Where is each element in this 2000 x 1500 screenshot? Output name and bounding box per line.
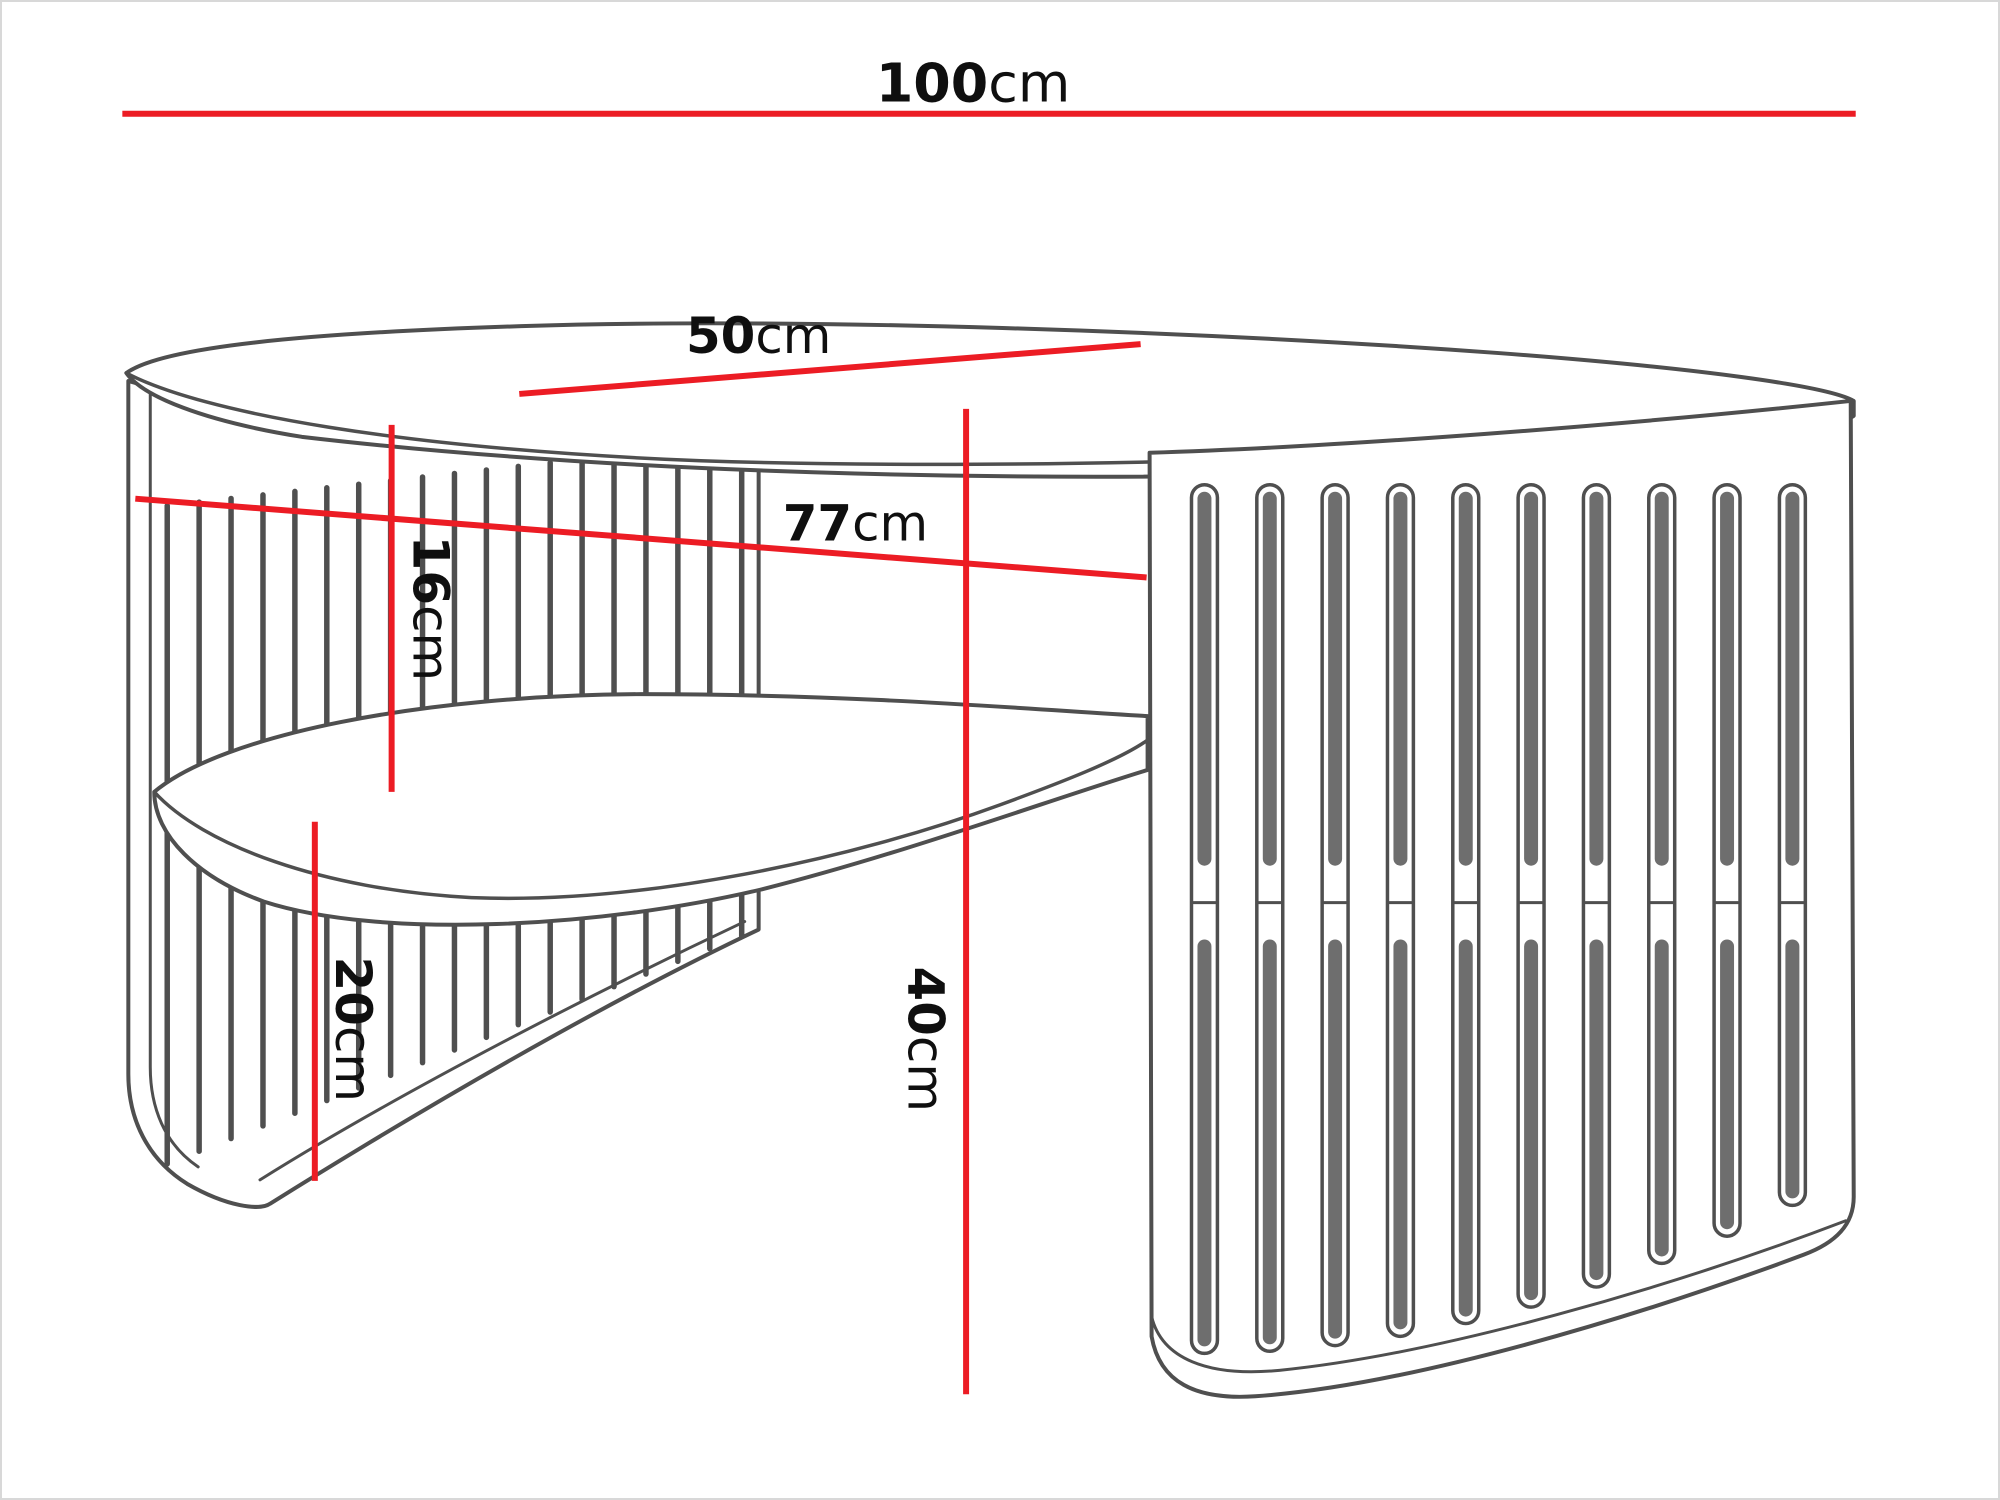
slot-dark-upper — [1654, 491, 1669, 866]
shelf-front-edge-line — [152, 738, 1150, 901]
slot-dark-upper — [1720, 491, 1735, 866]
right-drum-slot — [1189, 482, 1220, 1356]
dimension-label-shelf-clearance: 16cm — [402, 536, 460, 681]
slot-dark-upper — [1458, 491, 1473, 866]
dimension-label-width: 100cm — [876, 52, 1070, 115]
slot-dark-lower — [1589, 939, 1604, 1281]
right-drum-slot — [1320, 482, 1350, 1348]
slot-dark-upper — [1393, 491, 1408, 866]
right-drum-slots — [1189, 482, 1808, 1356]
slot-dark-upper — [1328, 491, 1343, 866]
left-drum-bottom-inner-line — [258, 920, 747, 1182]
right-drum-base — [1147, 398, 1856, 1399]
slot-dark-lower — [1458, 939, 1473, 1317]
dimension-label-inner-width: 77cm — [783, 495, 928, 553]
slot-dark-upper — [1785, 491, 1800, 866]
dimension-line-inner-width — [135, 495, 1147, 581]
right-drum-slot — [1451, 482, 1481, 1326]
right-drum-slot — [1647, 482, 1677, 1266]
slot-dark-upper — [1589, 491, 1604, 866]
left-drum-edge-inner-line — [148, 391, 200, 1169]
dimension-line-depth — [519, 341, 1141, 397]
right-drum-slot — [1385, 482, 1416, 1339]
slot-dark-upper — [1524, 491, 1539, 866]
dimension-label-depth: 50cm — [686, 307, 831, 365]
coffee-table-drawing — [124, 321, 1856, 1399]
right-drum-slot — [1777, 482, 1808, 1208]
slot-dark-upper — [1262, 491, 1277, 866]
right-drum-slot — [1712, 482, 1742, 1238]
dimension-label-under-shelf-height: 20cm — [324, 957, 382, 1102]
slot-dark-lower — [1197, 939, 1212, 1347]
right-drum-slot — [1516, 482, 1546, 1309]
slot-dark-lower — [1720, 939, 1735, 1230]
dimension-lines — [122, 110, 1856, 1395]
right-drum-slot — [1255, 482, 1285, 1354]
slot-dark-upper — [1197, 491, 1212, 866]
shelf-outline — [152, 692, 1150, 927]
right-drum-bottom-inner-line — [1150, 1219, 1848, 1374]
dimension-labels: 100cm 50cm 77cm 16cm 20cm 40cm — [324, 52, 1071, 1112]
slot-dark-lower — [1393, 939, 1408, 1330]
slot-dark-lower — [1785, 939, 1800, 1199]
slot-dark-lower — [1654, 939, 1669, 1257]
slot-dark-lower — [1328, 939, 1343, 1339]
right-drum-slot — [1581, 482, 1612, 1289]
dimension-label-total-height: 40cm — [896, 967, 954, 1112]
middle-shelf — [152, 692, 1150, 927]
slot-dark-lower — [1524, 939, 1539, 1301]
slot-dark-lower — [1262, 939, 1277, 1345]
